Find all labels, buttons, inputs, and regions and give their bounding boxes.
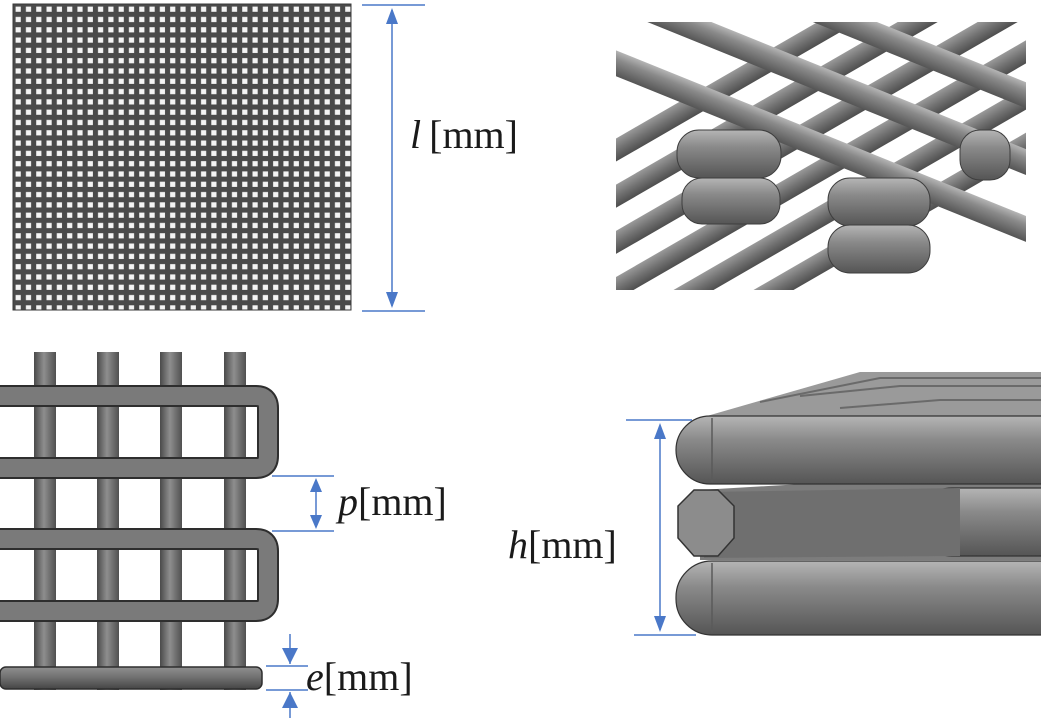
- serpentine-strut: [0, 530, 277, 620]
- diameter-dimension: [266, 634, 308, 718]
- lattice-rod-ends: [676, 129, 1011, 274]
- diameter-label: e[mm]: [306, 654, 413, 699]
- bottom-rod: [675, 560, 1041, 636]
- height-symbol: h: [508, 522, 528, 567]
- length-symbol: l: [410, 112, 421, 157]
- length-unit: [mm]: [429, 112, 518, 157]
- height-unit: [mm]: [528, 522, 617, 567]
- height-dimension: [626, 419, 696, 636]
- grid-front-view: [0, 352, 279, 690]
- isometric-strut-lattice: [616, 22, 1026, 290]
- height-label: h[mm]: [508, 522, 617, 567]
- layered-side-view: [675, 372, 1041, 636]
- top-rod: [675, 415, 1041, 485]
- rod-cross-section: [677, 489, 735, 557]
- mesh-top-view: [12, 3, 352, 311]
- diameter-symbol: e: [306, 654, 324, 699]
- pitch-dimension: [272, 475, 334, 532]
- length-dimension: [362, 4, 425, 312]
- pitch-symbol: p: [335, 479, 358, 524]
- pitch-label: p[mm]: [335, 479, 447, 524]
- diameter-unit: [mm]: [324, 654, 413, 699]
- bottom-strut: [0, 666, 263, 690]
- pitch-unit: [mm]: [358, 479, 447, 524]
- serpentine-strut: [0, 387, 277, 477]
- length-label: l[mm]: [410, 112, 518, 157]
